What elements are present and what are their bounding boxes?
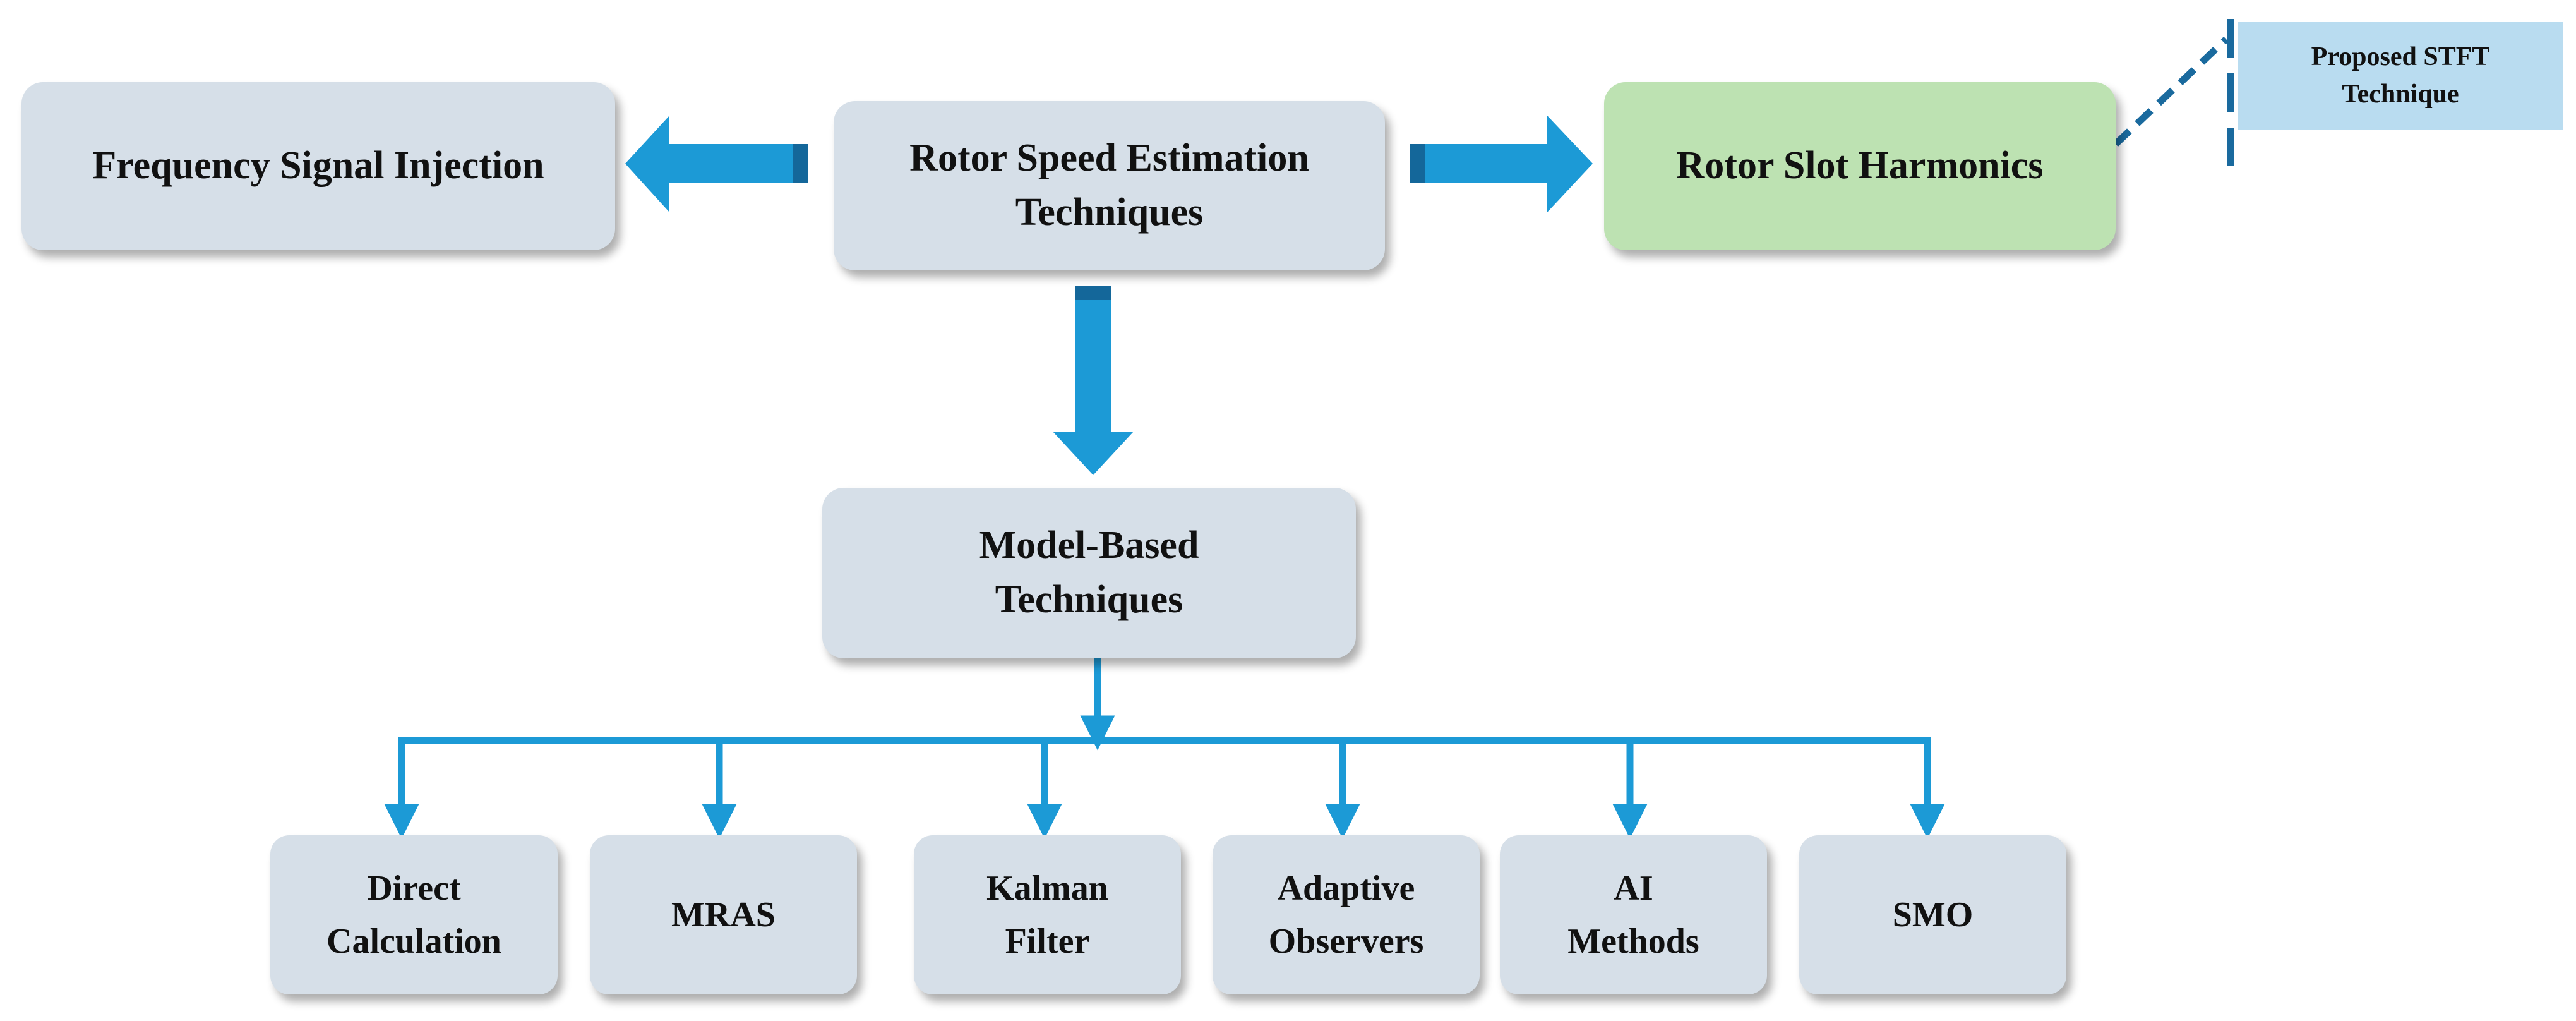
leaf-mras-label: MRAS xyxy=(671,895,776,934)
leaf-adaptive-observers: Adaptive Observers xyxy=(1213,835,1480,994)
frequency-signal-injection-label: Frequency Signal Injection xyxy=(92,144,544,188)
rotor-speed-estimation-label: Rotor Speed Estimation Techniques xyxy=(909,136,1309,234)
model-based-techniques-node: Model-Based Techniques xyxy=(822,488,1356,658)
leaf-direct-calculation: Direct Calculation xyxy=(270,835,558,994)
leaf-mras: MRAS xyxy=(590,835,857,994)
leaf-smo: SMO xyxy=(1799,835,2066,994)
callout-connector xyxy=(2113,19,2234,166)
arrow-to-model-based xyxy=(1053,286,1134,475)
leaf-ai-methods-label: AI Methods xyxy=(1567,869,1699,961)
frequency-signal-injection-node: Frequency Signal Injection xyxy=(21,82,615,250)
model-based-techniques-label: Model-Based Techniques xyxy=(979,524,1199,621)
proposed-stft-label: Proposed STFT Technique xyxy=(2311,42,2490,109)
leaf-kalman-filter-label: Kalman Filter xyxy=(986,869,1108,961)
arrow-to-frequency-signal-injection xyxy=(625,116,808,212)
rotor-slot-harmonics-label: Rotor Slot Harmonics xyxy=(1676,144,2044,188)
leaf-kalman-filter: Kalman Filter xyxy=(914,835,1181,994)
tree-connector xyxy=(384,658,1945,839)
proposed-stft-callout: Proposed STFT Technique xyxy=(2238,22,2563,130)
leaf-adaptive-observers-label: Adaptive Observers xyxy=(1268,869,1424,961)
leaf-direct-calculation-label: Direct Calculation xyxy=(326,869,501,961)
leaf-ai-methods: AI Methods xyxy=(1500,835,1767,994)
leaf-smo-label: SMO xyxy=(1892,895,1974,934)
rotor-slot-harmonics-node: Rotor Slot Harmonics xyxy=(1604,82,2116,250)
arrow-to-rotor-slot-harmonics xyxy=(1410,116,1593,212)
rotor-speed-estimation-node: Rotor Speed Estimation Techniques xyxy=(834,101,1385,270)
